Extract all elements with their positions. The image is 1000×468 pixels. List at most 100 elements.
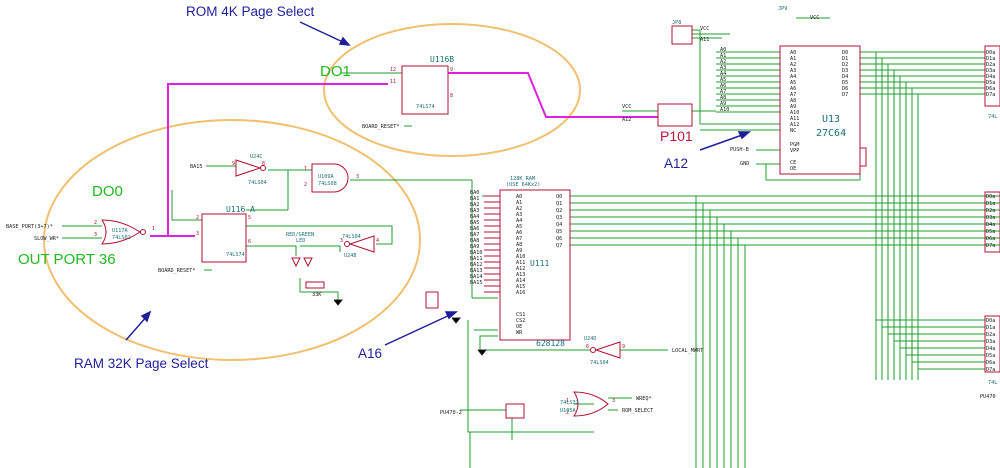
svg-text:Q3: Q3 xyxy=(556,215,562,221)
svg-text:9: 9 xyxy=(622,344,625,350)
rom-data-labels: D0 D1 D2 D3 D4 D5 D6 D7 xyxy=(842,50,848,98)
svg-text:D5: D5 xyxy=(842,80,848,86)
a12-annotation: A12 xyxy=(664,156,688,171)
u109a-part: 74LS08 xyxy=(318,181,337,187)
svg-text:D7a: D7a xyxy=(986,92,995,98)
u111-subtitle: (USE 64Kx2) xyxy=(506,182,540,188)
slow-wr-label: SLOW_WR* xyxy=(34,236,59,242)
svg-text:D5a: D5a xyxy=(986,80,995,86)
svg-text:D1a: D1a xyxy=(986,201,995,207)
ram-bus-labels: BA0 BA1 BA2 BA3 BA4 BA5 BA6 BA7 BA8 BA9 … xyxy=(470,190,483,286)
right-part-top: 74L xyxy=(988,114,997,120)
svg-text:D5a: D5a xyxy=(986,353,995,359)
svg-text:D0a: D0a xyxy=(986,50,995,56)
u24d-part: 74LS04 xyxy=(590,360,609,366)
svg-text:A5: A5 xyxy=(516,224,522,230)
rom-select-label: ROM_SELECT xyxy=(622,408,653,414)
annotation-arrows xyxy=(125,21,752,346)
svg-text:D5a: D5a xyxy=(986,229,995,235)
base-port-label: BASE_PORT(3+7)* xyxy=(6,224,53,230)
board-reset-top: BOARD_RESET* xyxy=(362,124,399,130)
rom-net-labels: A0 A1 A2 A3 A4 A5 A6 A7 A8 A9 A10 xyxy=(720,47,729,113)
out-port-annotation: OUT PORT 36 xyxy=(18,251,116,268)
svg-text:Q5: Q5 xyxy=(556,229,562,235)
u105a-ref: U105A xyxy=(560,408,576,414)
svg-text:Q1: Q1 xyxy=(556,201,562,207)
u24d-ref: U24D xyxy=(584,336,597,342)
red-green-label: RED/GREEN xyxy=(286,232,314,238)
svg-text:CS1: CS1 xyxy=(516,312,525,318)
vcc-label-2: VCC xyxy=(622,104,631,110)
vcc-label-3: VCC xyxy=(810,15,819,21)
svg-text:2: 2 xyxy=(304,182,307,188)
svg-text:D6a: D6a xyxy=(986,86,995,92)
svg-text:D4a: D4a xyxy=(986,74,995,80)
do0-annotation: DO0 xyxy=(92,183,123,200)
u116a-part: 74LS74 xyxy=(226,252,245,258)
svg-text:A6: A6 xyxy=(790,86,796,92)
svg-text:6: 6 xyxy=(248,239,251,245)
svg-text:2: 2 xyxy=(566,410,569,416)
right-part-bottom: 74L xyxy=(988,380,997,386)
svg-text:3: 3 xyxy=(196,231,199,237)
svg-text:2: 2 xyxy=(196,215,199,221)
svg-text:3: 3 xyxy=(94,232,97,238)
svg-text:Q6: Q6 xyxy=(556,236,562,242)
svg-text:Q2: Q2 xyxy=(556,208,562,214)
ram-page-select-title: RAM 32K Page Select xyxy=(74,356,209,371)
board-reset-bottom: BOARD_RESET* xyxy=(158,268,195,274)
svg-text:8: 8 xyxy=(450,93,453,99)
pu470-right-label: PU470 xyxy=(980,394,996,400)
svg-text:3: 3 xyxy=(356,174,359,180)
gnd-label: GND xyxy=(740,161,749,167)
svg-text:A4: A4 xyxy=(720,71,726,77)
a16-annotation: A16 xyxy=(358,346,382,361)
svg-text:BA11: BA11 xyxy=(470,256,483,262)
u117a-ref: U117A xyxy=(112,228,128,234)
svg-text:BA7: BA7 xyxy=(470,232,479,238)
svg-text:9: 9 xyxy=(232,161,235,167)
vcc-label-1: VCC xyxy=(700,26,709,32)
svg-text:11: 11 xyxy=(390,79,396,85)
svg-text:BA14: BA14 xyxy=(470,274,483,280)
svg-text:A7: A7 xyxy=(790,92,796,98)
ram-page-select-ellipse xyxy=(43,119,421,361)
svg-text:A9: A9 xyxy=(790,104,796,110)
svg-text:D3: D3 xyxy=(842,68,848,74)
u13-part: 27C64 xyxy=(816,128,846,139)
svg-text:D6: D6 xyxy=(842,86,848,92)
svg-text:D7: D7 xyxy=(842,92,848,98)
svg-text:A12: A12 xyxy=(790,122,799,128)
rom-address-labels: A0 A1 A2 A3 A4 A5 A6 A7 A8 A9 A10 A11 A1… xyxy=(790,50,799,172)
u117a-part: 74LS02 xyxy=(112,235,131,241)
resistor-label: 33K xyxy=(312,292,322,298)
svg-text:D2a: D2a xyxy=(986,62,995,68)
svg-text:D7a: D7a xyxy=(986,367,995,373)
svg-text:A0: A0 xyxy=(516,194,522,200)
svg-text:VPP: VPP xyxy=(790,148,799,154)
svg-text:D1a: D1a xyxy=(986,325,995,331)
svg-text:A2: A2 xyxy=(790,62,796,68)
rom-page-select-title: ROM 4K Page Select xyxy=(186,4,315,19)
svg-text:OE: OE xyxy=(516,324,522,330)
svg-text:2: 2 xyxy=(94,220,97,226)
svg-text:BA13: BA13 xyxy=(470,268,483,274)
svg-text:BA12: BA12 xyxy=(470,262,483,268)
do1-annotation: DO1 xyxy=(320,63,351,80)
svg-text:A2: A2 xyxy=(516,206,522,212)
u24c-ref: U24C xyxy=(250,154,263,160)
svg-text:BA1: BA1 xyxy=(470,196,479,202)
svg-text:9: 9 xyxy=(450,67,453,73)
u116a-ref: U116 A xyxy=(226,205,255,214)
svg-text:A15: A15 xyxy=(516,284,525,290)
svg-text:D7a: D7a xyxy=(986,243,995,249)
svg-text:A1: A1 xyxy=(720,53,726,59)
svg-text:A5: A5 xyxy=(790,80,796,86)
pin-numbers: 12 11 9 8 9 8 1 2 3 2 3 5 6 2 3 1 3 4 6 … xyxy=(94,67,625,416)
svg-text:4: 4 xyxy=(376,238,379,244)
svg-text:1: 1 xyxy=(566,398,569,404)
svg-text:A7: A7 xyxy=(516,236,522,242)
svg-text:BA2: BA2 xyxy=(470,202,479,208)
svg-text:BA8: BA8 xyxy=(470,238,479,244)
